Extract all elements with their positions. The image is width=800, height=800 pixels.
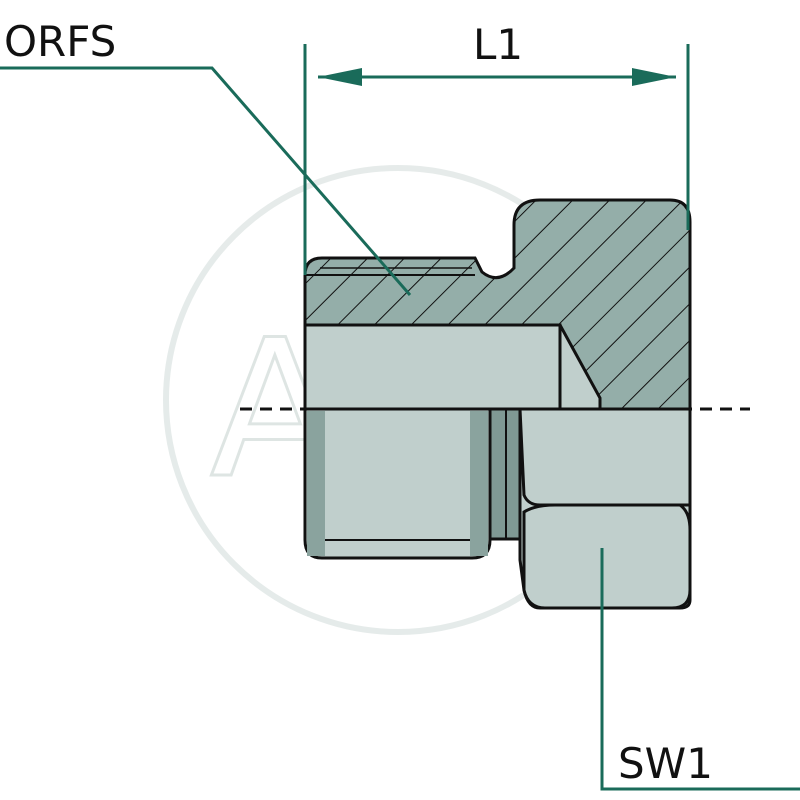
tube-end-shade-right bbox=[470, 411, 488, 556]
callout-sw1: SW1 bbox=[600, 548, 800, 791]
callout-orfs: ORFS bbox=[0, 17, 412, 296]
label-sw1: SW1 bbox=[618, 739, 713, 788]
body-upper-section bbox=[303, 198, 692, 411]
bore-upper bbox=[303, 323, 562, 411]
arrow-left-icon bbox=[318, 68, 362, 86]
arrow-right-icon bbox=[632, 68, 676, 86]
tube-end-lower bbox=[303, 407, 492, 560]
body-lower-view bbox=[303, 407, 692, 610]
label-orfs: ORFS bbox=[4, 17, 116, 66]
tube-end-shade-left bbox=[307, 411, 325, 556]
label-l1: L1 bbox=[473, 20, 523, 69]
dimension-l1: L1 bbox=[303, 20, 690, 275]
hex-flat-lower bbox=[522, 503, 692, 610]
leader-sw1 bbox=[600, 548, 800, 791]
leader-orfs bbox=[0, 66, 412, 296]
hex-flat-upper bbox=[518, 407, 692, 507]
